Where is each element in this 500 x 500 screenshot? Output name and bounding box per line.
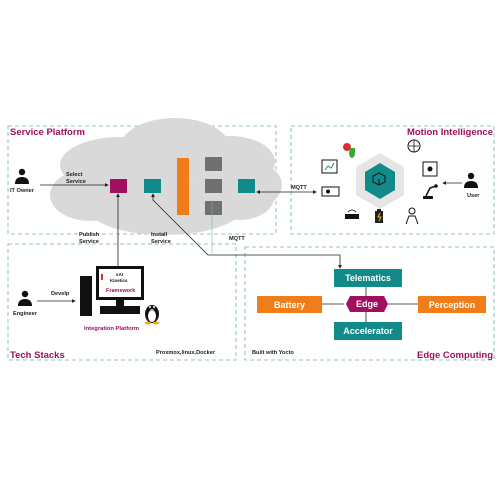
integration-platform-label: Integration Platform: [84, 326, 139, 332]
tech-stacks-panel: [7, 243, 237, 361]
install-service-node: [144, 179, 161, 193]
framework-label: Framework: [106, 288, 136, 294]
it-owner-label: IT Owner: [10, 188, 35, 194]
select-service-label-1: Select: [66, 172, 83, 178]
screen-line-2: Kinetics: [110, 278, 128, 283]
network-icon: [422, 161, 438, 177]
motion-intelligence-panel: [290, 125, 495, 235]
built-with-label: Built with Yocto: [252, 350, 294, 356]
workstation-icon: [80, 266, 144, 316]
perception-box: [418, 296, 486, 313]
cloud-gateway-node: [238, 179, 255, 193]
edge-label: Edge: [356, 299, 378, 309]
humanoid-icon: [405, 207, 419, 225]
install-service-label-1: Install: [151, 232, 168, 238]
router-icon: [345, 209, 359, 219]
brain-icon: [407, 139, 421, 153]
select-service-label-2: Service: [66, 179, 86, 185]
service-block-3: [205, 201, 222, 215]
edge-computing-panel: [244, 246, 495, 361]
develop-label: Develp: [51, 291, 70, 297]
mqtt-right-label: MQTT: [291, 185, 307, 191]
motion-intelligence-title: Motion Intelligence: [407, 127, 493, 138]
mqtt-bottom-label: MQTT: [229, 236, 245, 242]
accelerator-box: [334, 322, 402, 340]
perception-label: Perception: [429, 300, 476, 310]
install-service-connector: [151, 193, 342, 269]
tech-stacks-title: Tech Stacks: [10, 350, 65, 361]
engineer-label: Engineer: [13, 311, 38, 317]
accelerator-label: Accelerator: [343, 326, 393, 336]
service-block-2: [205, 179, 222, 193]
battery-label: Battery: [274, 300, 305, 310]
robot-arm-icon: [423, 184, 438, 199]
dashboard-icon: [321, 159, 338, 174]
publish-service-label-1: Publish: [79, 232, 100, 238]
linux-penguin-icon: [145, 305, 159, 325]
telematics-label: Telematics: [345, 273, 391, 283]
edge-computing-title: Edge Computing: [417, 350, 493, 361]
telematics-box: [334, 269, 402, 287]
select-service-node: [110, 179, 127, 193]
user-icon: [464, 172, 478, 188]
service-bus: [177, 158, 189, 215]
battery-icon: [375, 209, 383, 223]
edge-box: [346, 296, 388, 312]
engineer-icon: [18, 290, 32, 306]
battery-box: [257, 296, 322, 313]
install-service-label-2: Service: [151, 239, 171, 245]
it-owner-icon: [15, 168, 29, 184]
shield-icon: [343, 143, 355, 158]
user-label: User: [467, 193, 480, 199]
screen-line-1: xAI: [116, 272, 123, 277]
tech-stack-list: Proxmox,linux,Docker: [156, 350, 216, 356]
service-platform-title: Service Platform: [10, 127, 85, 138]
motion-hub: [356, 153, 404, 209]
service-block-1: [205, 157, 222, 171]
publish-service-label-2: Service: [79, 239, 99, 245]
device-icon: [321, 186, 340, 197]
